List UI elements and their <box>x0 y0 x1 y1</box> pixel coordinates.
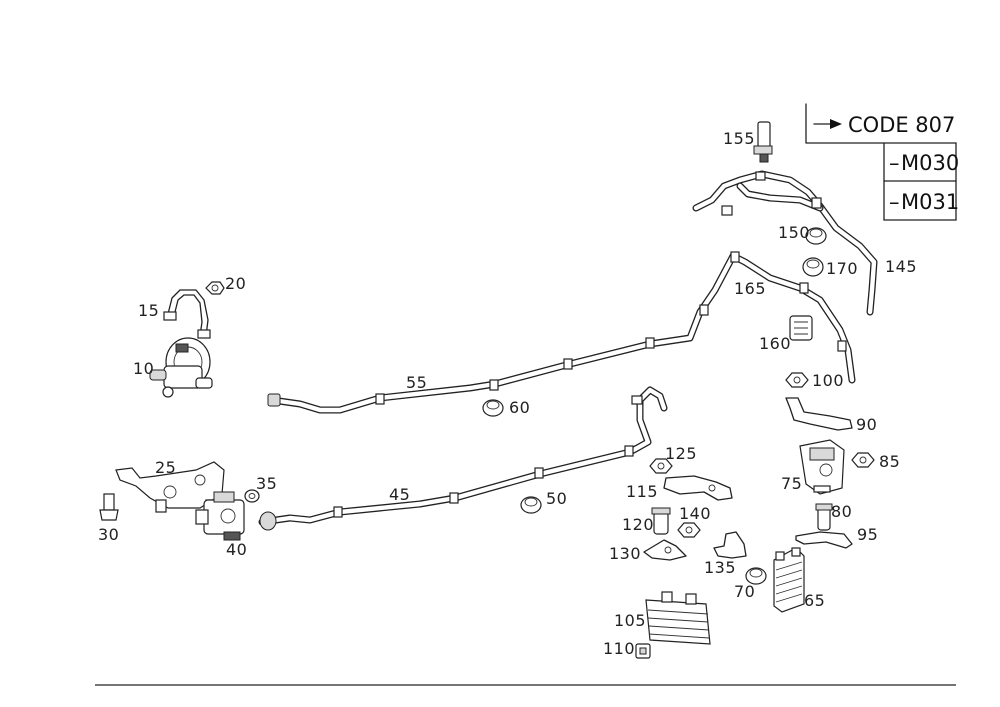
label-140: 140 <box>679 504 711 523</box>
part-90-bracket <box>785 397 853 431</box>
part-10-pump <box>149 337 213 398</box>
hose-45 <box>258 386 668 531</box>
part-135-bracket <box>713 531 747 559</box>
part-35-washer <box>244 489 260 503</box>
label-90: 90 <box>856 415 877 434</box>
part-160-sensor <box>789 315 813 341</box>
label-45: 45 <box>389 485 410 504</box>
label-95: 95 <box>857 525 878 544</box>
code-dash: – <box>889 151 900 175</box>
label-80: 80 <box>831 502 852 521</box>
label-15: 15 <box>138 301 159 320</box>
label-75: 75 <box>781 474 802 493</box>
part-140-nut <box>677 522 701 538</box>
part-130-bracket <box>643 539 687 561</box>
label-60: 60 <box>509 398 530 417</box>
label-70: 70 <box>734 582 755 601</box>
label-145: 145 <box>885 257 917 276</box>
part-60-mount <box>482 399 504 417</box>
label-155: 155 <box>723 129 755 148</box>
label-115: 115 <box>626 482 658 501</box>
label-135: 135 <box>704 558 736 577</box>
label-170: 170 <box>826 259 858 278</box>
label-40: 40 <box>226 540 247 559</box>
part-labels: 10 15 20 25 30 35 40 45 50 55 60 65 70 7… <box>98 129 917 658</box>
code-807-label: CODE 807 <box>848 113 955 137</box>
label-25: 25 <box>155 458 176 477</box>
label-85: 85 <box>879 452 900 471</box>
label-100: 100 <box>812 371 844 390</box>
part-115-bracket <box>663 475 733 501</box>
label-35: 35 <box>256 474 277 493</box>
label-105: 105 <box>614 611 646 630</box>
part-50-mount <box>520 496 542 514</box>
part-95-bracket <box>795 531 853 549</box>
label-110: 110 <box>603 639 635 658</box>
code-m031-label: M031 <box>901 190 959 214</box>
part-85-nut <box>851 452 875 468</box>
label-120: 120 <box>622 515 654 534</box>
part-170-mount <box>802 257 824 277</box>
label-150: 150 <box>778 223 810 242</box>
code-m030-label: M030 <box>901 151 959 175</box>
part-70-mount <box>745 567 767 585</box>
hose-145 <box>692 170 878 316</box>
label-125: 125 <box>665 444 697 463</box>
part-100-nut <box>785 372 809 388</box>
code-arrow-icon <box>813 119 842 129</box>
hose-55 <box>267 251 856 414</box>
code-dash: – <box>889 190 900 214</box>
label-165: 165 <box>734 279 766 298</box>
part-150-mount <box>805 227 827 245</box>
part-30-bolt <box>99 493 119 521</box>
part-120-sensor <box>651 507 671 535</box>
label-65: 65 <box>804 591 825 610</box>
part-110-connector <box>635 643 651 659</box>
part-40-valve <box>195 491 245 541</box>
code-table: CODE 807 – M030 – M031 <box>805 103 959 221</box>
label-55: 55 <box>406 373 427 392</box>
part-155-sensor <box>753 121 773 163</box>
part-80-sensor <box>815 503 833 531</box>
part-15-bracket <box>163 289 211 339</box>
part-75-housing <box>799 439 845 495</box>
label-160: 160 <box>759 334 791 353</box>
part-105-cooler <box>645 591 711 645</box>
label-30: 30 <box>98 525 119 544</box>
label-20: 20 <box>225 274 246 293</box>
label-130: 130 <box>609 544 641 563</box>
label-50: 50 <box>546 489 567 508</box>
part-125-nut <box>649 458 673 474</box>
label-10: 10 <box>133 359 154 378</box>
part-65-cooler <box>773 547 805 613</box>
part-20-nut <box>205 281 225 295</box>
